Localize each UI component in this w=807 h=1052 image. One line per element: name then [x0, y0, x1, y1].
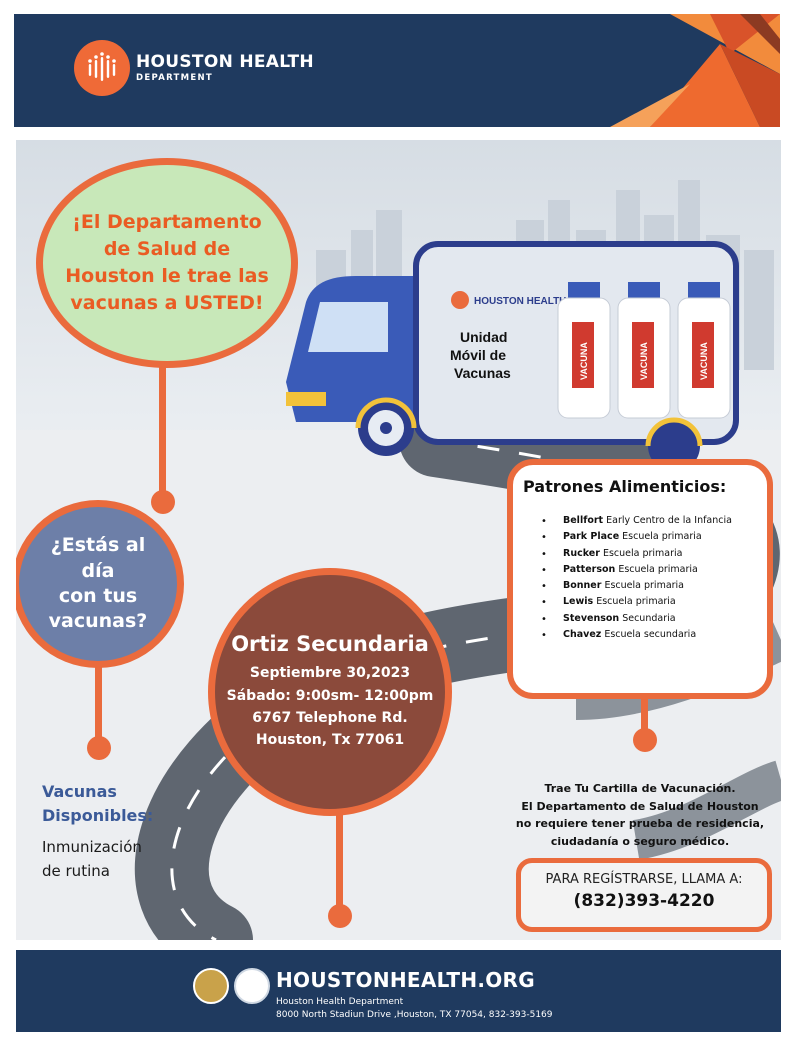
list-item: Patterson Escuela primaria [541, 563, 757, 578]
site-name: Stevenson [563, 612, 620, 624]
city-seal-icon [193, 968, 229, 1004]
sites-title: Patrones Alimenticios: [523, 477, 727, 496]
note-line: Trae Tu Cartilla de Vacunación. [544, 782, 736, 795]
list-item: Bellfort Early Centro de la Infancia [541, 514, 757, 529]
vaccine-vial-icon: VACUNA [557, 282, 611, 419]
question-bubble: ¿Estás al día con tus vacunas? [16, 500, 184, 668]
truck-label-line: Unidad [460, 329, 507, 345]
connector-line [95, 666, 102, 748]
event-address: 6767 Telephone Rd. [252, 710, 408, 726]
connector-line [641, 697, 648, 739]
truck-logo-icon [451, 291, 469, 309]
site-type: Escuela primaria [596, 596, 676, 608]
requirements-notes: Trae Tu Cartilla de Vacunación. El Depar… [504, 780, 776, 850]
question-line: ¿Estás al [50, 534, 146, 557]
vaccines-title-line: Disponibles: [42, 806, 154, 825]
site-name: Bellfort [563, 515, 604, 526]
event-date: Septiembre 30,2023 [249, 665, 411, 682]
connector-line [159, 366, 166, 502]
department-seal-icon [234, 968, 270, 1004]
vaccines-text: Inmunización de rutina [42, 835, 142, 883]
intro-line: Houston le trae las [65, 265, 269, 287]
truck-brand: HOUSTON HEALTH [474, 296, 566, 307]
connector-dot [87, 736, 111, 760]
site-name: Lewis [563, 596, 594, 608]
sites-list: Bellfort Early Centro de la Infancia Par… [523, 514, 757, 643]
site-name: Bonner [563, 580, 602, 591]
intro-line: vacunas a USTED! [70, 291, 264, 314]
event-city: Houston, Tx 77061 [255, 732, 405, 749]
vaccines-title-line: Vacunas [42, 782, 117, 801]
vaccines-title: Vacunas Disponibles: [42, 780, 153, 828]
footer-banner: HOUSTONHEALTH.ORG Houston Health Departm… [16, 950, 781, 1032]
footer-org: Houston Health Department [276, 997, 404, 1007]
event-title: Ortiz Secundaria [231, 632, 429, 657]
header-banner: HOUSTON HEALTH DEPARTMENT [14, 14, 780, 127]
register-box: PARA REGÍSTRARSE, LLAMA A: (832)393-4220 [516, 858, 772, 932]
vaccine-vial-icon: VACUNA [617, 282, 671, 419]
note-line: no requiere tener prueba de residencia, [515, 817, 765, 831]
site-name: Patterson [563, 563, 616, 575]
intro-bubble: ¡El Departamento de Salud de Houston le … [36, 158, 298, 368]
event-bubble: Ortiz Secundaria Septiembre 30,2023 Sába… [208, 568, 452, 816]
main-scene: HOUSTON HEALTH Unidad Móvil de Vacunas V… [16, 140, 781, 940]
register-label: PARA REGÍSTRARSE, LLAMA A: [545, 872, 743, 887]
question-line: día [81, 559, 115, 582]
list-item: Park Place Escuela primaria [541, 530, 757, 545]
register-phone[interactable]: (832)393-4220 [573, 891, 715, 911]
header-title: HOUSTON HEALTH [136, 52, 314, 72]
footer-url[interactable]: HOUSTONHEALTH.ORG [276, 968, 535, 992]
vaccines-text-line: de rutina [42, 862, 110, 880]
vial-label: VACUNA [699, 342, 709, 380]
event-time: Sábado: 9:00sm- 12:00pm [226, 687, 434, 704]
truck-icon: HOUSTON HEALTH Unidad Móvil de Vacunas V… [286, 241, 739, 462]
vial-label: VACUNA [579, 342, 589, 380]
site-type: Escuela primaria [622, 531, 702, 543]
list-item: Rucker Escuela primaria [541, 547, 757, 562]
site-name: Rucker [563, 547, 600, 559]
site-type: Escuela secundaria [604, 628, 697, 640]
truck-label-line: Vacunas [454, 365, 511, 381]
connector-dot [328, 904, 352, 928]
site-type: Escuela primaria [602, 547, 683, 559]
houston-health-logo-icon [74, 40, 130, 96]
question-line: con tus [58, 585, 138, 607]
note-line: El Departamento de Salud de Houston [521, 799, 759, 813]
list-item: Bonner Escuela primaria [541, 579, 757, 594]
list-item: Stevenson Secundaria [541, 612, 757, 627]
connector-line [336, 814, 343, 910]
corner-decoration [610, 14, 780, 127]
site-type: Early Centro de la Infancia [606, 515, 732, 526]
site-type: Secundaria [622, 612, 676, 624]
connector-dot [633, 728, 657, 752]
truck-label-line: Móvil de [450, 347, 506, 363]
vaccine-vial-icon: VACUNA [677, 282, 731, 419]
connector-dot [151, 490, 175, 514]
list-item: Chavez Escuela secundaria [541, 628, 757, 643]
footer-address: 8000 North Stadiun Drive ,Houston, TX 77… [276, 1010, 553, 1020]
site-name: Park Place [563, 531, 620, 543]
list-item: Lewis Escuela primaria [541, 595, 757, 610]
site-type: Escuela primaria [618, 563, 698, 575]
intro-line: de Salud de [103, 238, 231, 261]
vial-label: VACUNA [639, 342, 649, 380]
sites-box: Patrones Alimenticios: Bellfort Early Ce… [507, 459, 773, 699]
header-subtitle: DEPARTMENT [136, 73, 214, 83]
question-line: vacunas? [48, 610, 148, 633]
note-line: ciudadanía o seguro médico. [550, 834, 730, 848]
site-name: Chavez [563, 628, 602, 640]
intro-line: ¡El Departamento [72, 211, 262, 234]
vaccines-text-line: Inmunización [42, 838, 142, 856]
site-type: Escuela primaria [604, 580, 685, 591]
